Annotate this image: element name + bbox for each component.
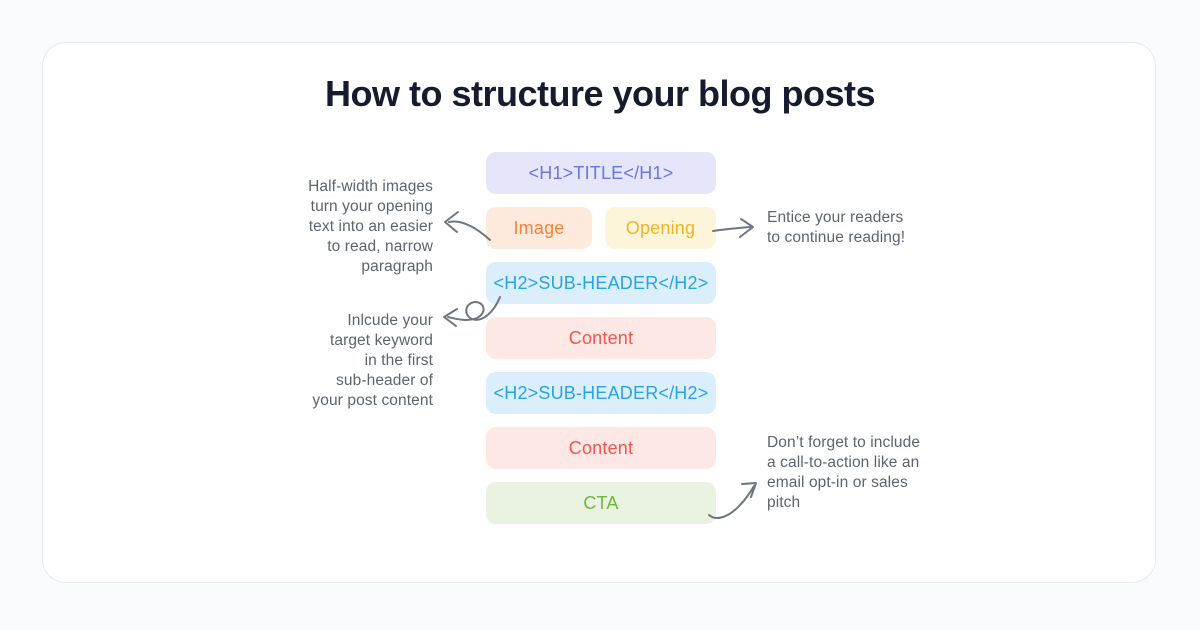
block-content-second: Content <box>486 427 716 469</box>
note-half-width-images: Half-width images turn your opening text… <box>308 178 433 275</box>
page-title: How to structure your blog posts <box>324 73 876 114</box>
block-cta: CTA <box>486 482 716 524</box>
block-subheader-second-label: <H2>SUB-HEADER</H2> <box>493 382 709 403</box>
block-h1-title: <H1>TITLE</H1> <box>486 152 716 194</box>
block-subheader-first-label: <H2>SUB-HEADER</H2> <box>493 272 709 293</box>
block-content-first: Content <box>486 317 716 359</box>
block-image-label: Image <box>513 217 565 238</box>
block-h1-title-label: <H1>TITLE</H1> <box>528 162 674 183</box>
block-subheader-second: <H2>SUB-HEADER</H2> <box>486 372 716 414</box>
note-call-to-action: Don’t forget to include a call-to-action… <box>767 434 921 511</box>
block-opening-label: Opening <box>625 217 696 238</box>
block-subheader-first: <H2>SUB-HEADER</H2> <box>486 262 716 304</box>
note-entice-readers: Entice your readers to continue reading! <box>767 209 906 246</box>
block-content-first-label: Content <box>568 327 634 348</box>
block-opening: Opening <box>605 207 716 249</box>
block-image: Image <box>486 207 592 249</box>
block-cta-label: CTA <box>583 492 619 513</box>
block-content-second-label: Content <box>568 437 634 458</box>
note-target-keyword: Inlcude your target keyword in the first… <box>312 312 433 409</box>
